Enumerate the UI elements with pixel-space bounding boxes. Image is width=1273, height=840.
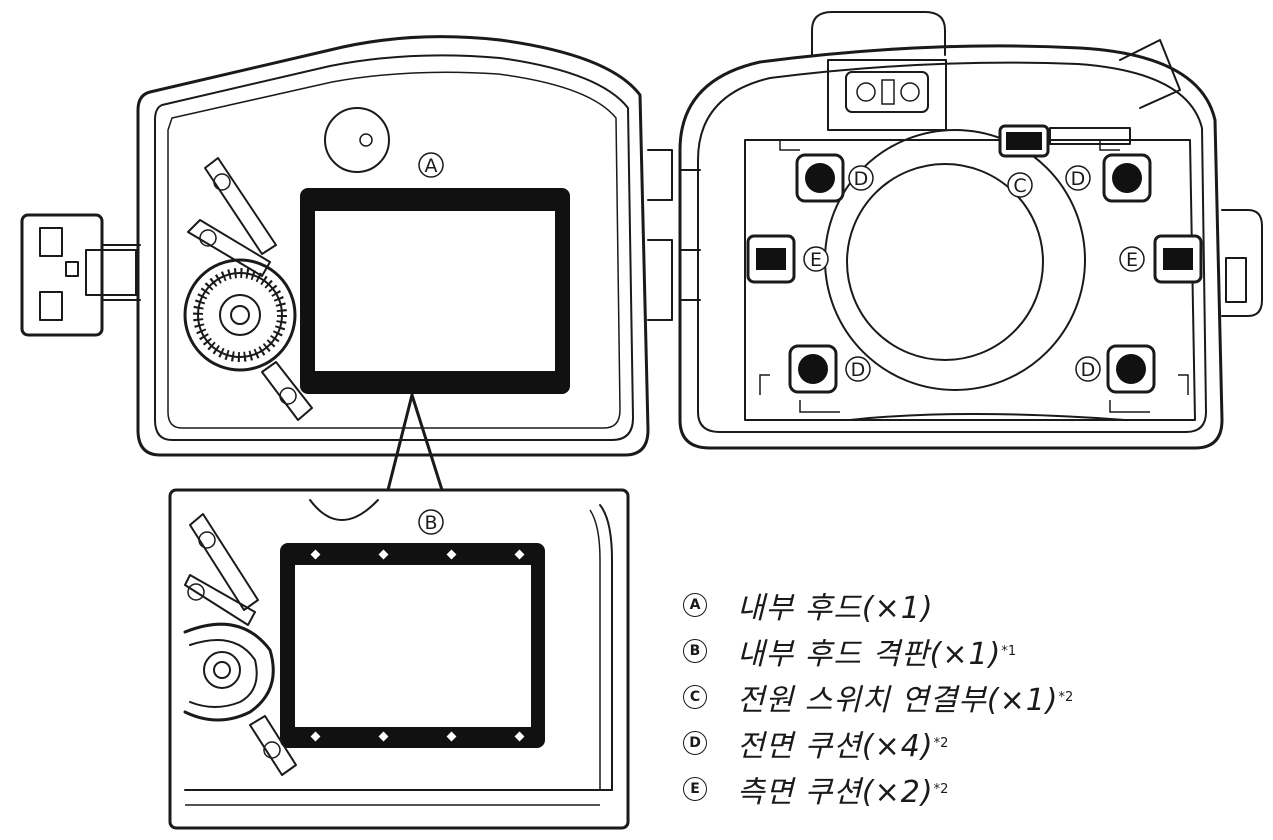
front-cushion-bottom-right — [1106, 344, 1156, 394]
svg-text:B: B — [424, 512, 437, 534]
legend-note-B: *1 — [1001, 643, 1017, 659]
side-cushion-left — [746, 234, 796, 284]
legend-text-A: 내부 후드(×1) — [737, 591, 934, 626]
svg-text:D: D — [854, 168, 869, 190]
legend-note-E: *2 — [933, 781, 949, 797]
legend-item-A: A 내부 후드(×1) — [683, 582, 1073, 628]
legend-text-B: 내부 후드 격판(×1) — [737, 637, 1002, 672]
legend-text-D: 전면 쿠션(×4) — [737, 729, 934, 764]
legend-key-D: D — [683, 731, 707, 755]
callout-E-left: E — [803, 246, 829, 272]
housing-rear-door — [20, 35, 673, 457]
housing-front-body — [678, 11, 1263, 450]
callout-D-bottom-right: D — [1075, 356, 1101, 382]
legend-key-E: E — [683, 777, 707, 801]
legend-text-E: 측면 쿠션(×2) — [737, 775, 934, 810]
legend-item-B: B 내부 후드 격판(×1) *1 — [683, 628, 1073, 674]
side-cushion-right — [1153, 234, 1203, 284]
zoom-inset — [168, 393, 630, 830]
legend-text-C: 전원 스위치 연결부(×1) — [737, 683, 1059, 718]
legend-note-D: *2 — [933, 735, 949, 751]
callout-A: A — [418, 152, 444, 178]
svg-text:C: C — [1013, 175, 1026, 197]
parts-legend: A 내부 후드(×1) B 내부 후드 격판(×1) *1 C 전원 스위치 연… — [683, 582, 1073, 812]
inner-hood-partition-window — [295, 565, 531, 727]
front-cushion-bottom-left — [788, 344, 838, 394]
svg-text:D: D — [851, 359, 866, 381]
legend-item-C: C 전원 스위치 연결부(×1) *2 — [683, 674, 1073, 720]
callout-C: C — [1007, 172, 1033, 198]
svg-text:A: A — [425, 155, 438, 177]
door-latch — [20, 213, 141, 337]
callout-B: B — [418, 509, 444, 535]
legend-note-C: *2 — [1058, 689, 1074, 705]
front-cushion-top-left — [795, 153, 845, 203]
svg-text:D: D — [1081, 359, 1096, 381]
legend-key-B: B — [683, 639, 707, 663]
svg-text:E: E — [810, 249, 822, 271]
legend-item-D: D 전면 쿠션(×4) *2 — [683, 720, 1073, 766]
legend-key-A: A — [683, 593, 707, 617]
front-cushion-top-right — [1102, 153, 1152, 203]
svg-text:E: E — [1126, 249, 1138, 271]
callout-D-top-right: D — [1065, 165, 1091, 191]
callout-D-bottom-left: D — [845, 356, 871, 382]
svg-text:D: D — [1071, 168, 1086, 190]
callout-D-top-left: D — [848, 165, 874, 191]
inner-hood-window — [313, 209, 557, 373]
legend-item-E: E 측면 쿠션(×2) *2 — [683, 766, 1073, 812]
dial — [183, 258, 297, 372]
legend-key-C: C — [683, 685, 707, 709]
callout-E-right: E — [1119, 246, 1145, 272]
